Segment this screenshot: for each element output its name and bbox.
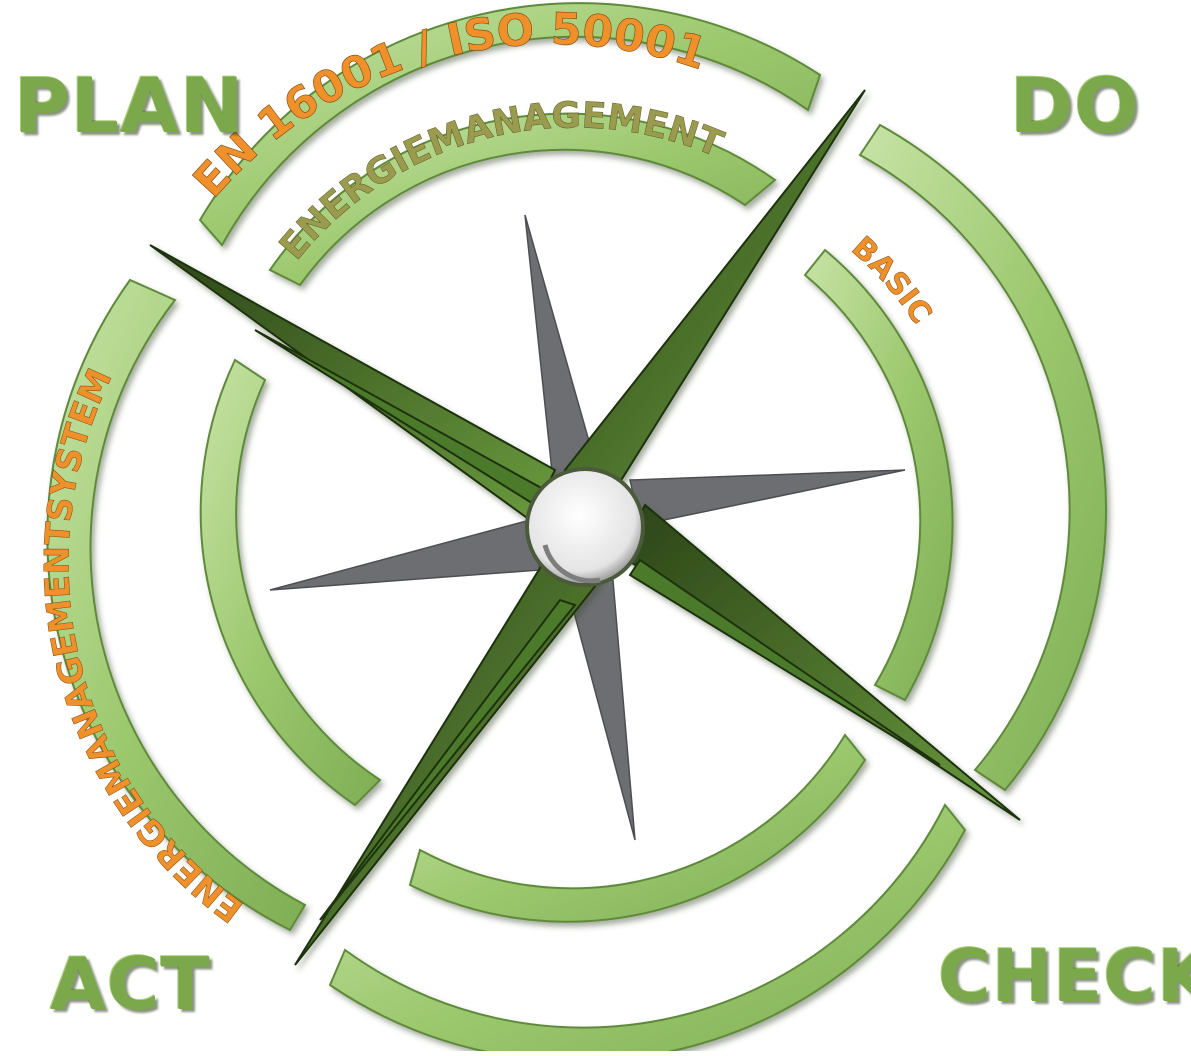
phase-act-label: ACT [50, 948, 211, 1020]
phase-check-label: CHECK [938, 940, 1191, 1012]
phase-do-label: DO [1010, 68, 1140, 144]
gray-star-west [270, 520, 540, 590]
compass-rose-icon [527, 469, 643, 585]
phase-plan-label: PLAN [14, 68, 245, 144]
needle-northwest-thin [255, 330, 545, 505]
inner-arc-bottom [410, 735, 865, 922]
arc-label-energy-management: ENERGIEMANAGEMENT [272, 95, 729, 267]
gray-star-east [630, 470, 905, 525]
center-hub [527, 469, 643, 585]
outer-arc-bottom [330, 805, 965, 1051]
